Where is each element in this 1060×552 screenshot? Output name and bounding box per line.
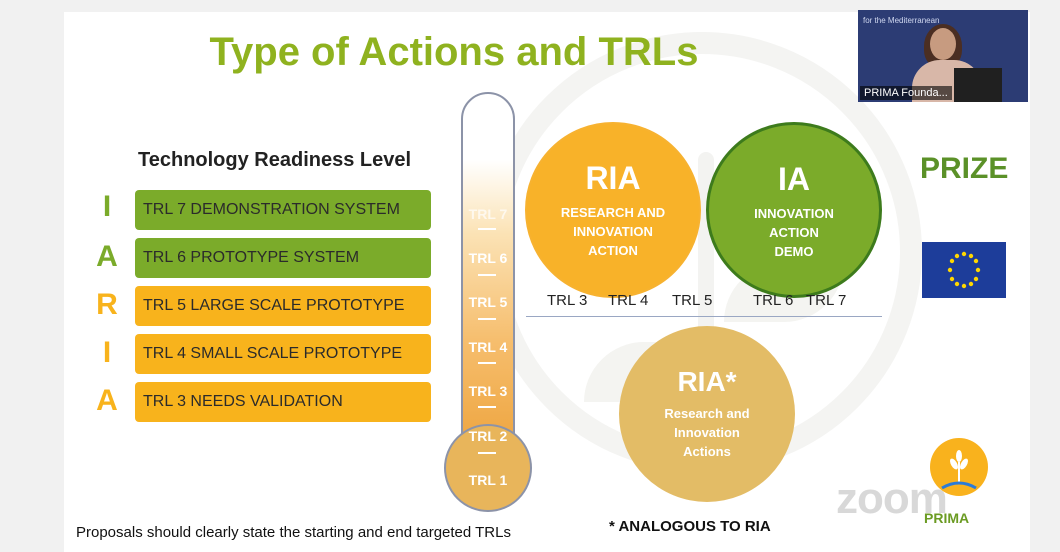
ia-title: IA [778, 161, 810, 197]
ria-star-subtitle: Research and Innovation Actions [619, 404, 795, 461]
zoom-watermark: zoom [836, 474, 948, 523]
ria-star-subtitle-line: Innovation [674, 425, 740, 440]
prima-logo-icon [930, 438, 988, 496]
side-letter: A [96, 240, 118, 273]
ria-star-title: RIA* [677, 366, 737, 397]
side-letter: R [96, 288, 118, 321]
ia-subtitle: INNOVATION ACTION DEMO [709, 204, 879, 261]
side-letter: I [102, 190, 112, 223]
trl-bar-3: TRL 3 NEEDS VALIDATION [135, 382, 431, 422]
thermometer-fill [463, 160, 513, 460]
ria-star-subtitle-line: Research and [664, 406, 750, 421]
thermometer-label: TRL 2 [468, 428, 508, 444]
ia-subtitle-line: ACTION [769, 225, 819, 240]
side-letter: I [102, 336, 112, 369]
thermometer-label: TRL 4 [468, 339, 508, 355]
thermometer-label: TRL 6 [468, 250, 508, 266]
ia-circle: IA INNOVATION ACTION DEMO [706, 122, 882, 298]
thermometer-label: TRL 5 [468, 294, 508, 310]
ria-subtitle-line: RESEARCH AND [560, 205, 666, 220]
trl-bar-4: TRL 4 SMALL SCALE PROTOTYPE [135, 334, 431, 374]
participant-face [930, 28, 956, 60]
ria-star-circle: RIA* Research and Innovation Actions [619, 326, 795, 502]
thermometer-tick [478, 318, 496, 320]
thermometer-tick [478, 228, 496, 230]
ria-star-subtitle-line: Actions [683, 444, 731, 459]
ria-subtitle-line: ACTION [588, 243, 638, 258]
ia-subtitle-line: INNOVATION [754, 206, 834, 221]
ia-subtitle-line: DEMO [774, 244, 814, 259]
prima-logo-text: PRIMA [924, 510, 970, 526]
laptop-icon [954, 68, 1002, 102]
eu-stars-icon [947, 251, 981, 289]
thermometer-bulb [444, 424, 532, 512]
thermometer-label: TRL 3 [468, 383, 508, 399]
video-background-text: for the Mediterranean [863, 16, 940, 25]
thermometer-tick [478, 452, 496, 454]
slide-title: Type of Actions and TRLs [209, 30, 699, 74]
trl-bar-5: TRL 5 LARGE SCALE PROTOTYPE [135, 286, 431, 326]
thermometer-tick [478, 362, 496, 364]
wheat-icon [941, 450, 977, 490]
thermometer-tick [478, 274, 496, 276]
trl-heading: Technology Readiness Level [138, 149, 412, 171]
thermometer-tick [478, 406, 496, 408]
side-letter: A [96, 384, 118, 417]
eu-flag-icon [922, 242, 1006, 298]
trl-tag: TRL 7 [806, 292, 847, 309]
thermometer-label: TRL 7 [468, 206, 508, 222]
thermometer-label: TRL 1 [468, 472, 508, 488]
trl-tag: TRL 6 [753, 292, 794, 309]
trl-bar-7: TRL 7 DEMONSTRATION SYSTEM [135, 190, 431, 230]
divider-line [526, 316, 882, 317]
footer-note: Proposals should clearly state the start… [76, 524, 511, 541]
trl-tag: TRL 4 [608, 292, 649, 309]
prize-label: PRIZE [920, 152, 1009, 185]
presentation-slide: Type of Actions and TRLs Technology Read… [64, 12, 1030, 552]
trl-tag: TRL 5 [672, 292, 713, 309]
analogous-note: * ANALOGOUS TO RIA [609, 518, 771, 535]
ria-subtitle: RESEARCH AND INNOVATION ACTION [527, 203, 699, 260]
participant-name-label: PRIMA Founda... [860, 86, 952, 100]
thermometer-tube [461, 92, 515, 462]
participant-video-tile[interactable]: for the Mediterranean PRIMA Founda... [858, 10, 1028, 102]
ria-title: RIA [585, 160, 641, 196]
ria-circle: RIA RESEARCH AND INNOVATION ACTION [525, 122, 701, 298]
trl-bar-6: TRL 6 PROTOTYPE SYSTEM [135, 238, 431, 278]
trl-tag: TRL 3 [547, 292, 588, 309]
ria-subtitle-line: INNOVATION [573, 224, 653, 239]
